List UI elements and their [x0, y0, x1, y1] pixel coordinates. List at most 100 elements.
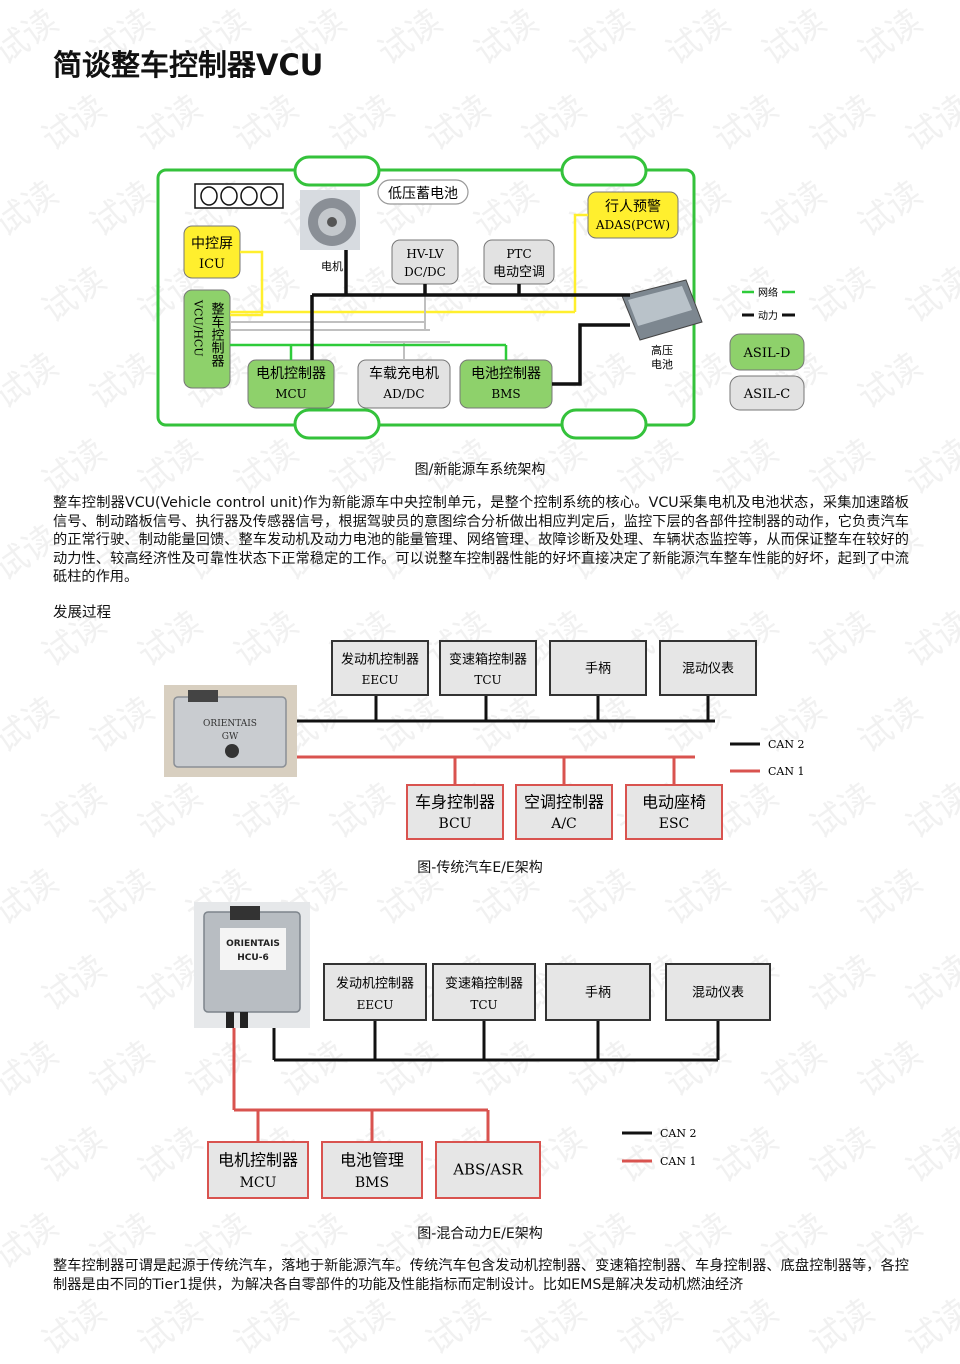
motor-icon — [300, 190, 360, 250]
watermark-text: 试读 — [130, 87, 210, 160]
legend-label: CAN 2 — [768, 738, 804, 751]
can2-bus-hybrid — [272, 1020, 720, 1062]
watermark-text: 试读 — [466, 1, 546, 74]
vcu-line2: VCU/HCU — [192, 299, 205, 357]
watermark-text: 试读 — [706, 1291, 786, 1364]
network-lines-green — [230, 343, 508, 360]
watermark-text: 试读 — [34, 259, 114, 332]
paragraph-vcu-origin: 整车控制器可谓是起源于传统汽车，落地于新能源汽车。传统汽车包含发动机控制器、变速… — [53, 1258, 909, 1293]
ecu-box-line1: 手柄 — [585, 985, 611, 1000]
hv-battery-line1: 高压 — [651, 343, 673, 357]
watermark-text: 试读 — [898, 947, 960, 1020]
legend-label: CAN 1 — [660, 1155, 696, 1168]
ecu-box: 手柄 — [549, 640, 647, 696]
mcu-line1: 电机控制器 — [256, 366, 326, 382]
ecu-box-line2: ESC — [659, 816, 690, 832]
watermark-text: 试读 — [226, 87, 306, 160]
ecu-box-line1: 电动座椅 — [642, 793, 706, 812]
watermark-text: 试读 — [898, 775, 960, 848]
watermark-text: 试读 — [34, 1291, 114, 1364]
ecu-box-line1: 发动机控制器 — [336, 976, 414, 992]
hcu-ecu-image: ORIENTAIS HCU-6 — [194, 902, 310, 1028]
ecu-box-line2: MCU — [240, 1175, 277, 1191]
ecu-box-line2: TCU — [470, 998, 497, 1012]
watermark-text: 试读 — [898, 259, 960, 332]
battery-lv-box — [377, 179, 469, 205]
watermark-text: 试读 — [850, 1033, 930, 1106]
ecu-box-line1: 变速箱控制器 — [449, 652, 527, 668]
hcu-ecu-label-line1: ORIENTAIS — [226, 939, 280, 949]
ecu-box-line1: ABS/ASR — [452, 1160, 523, 1178]
watermark-text: 试读 — [562, 1, 642, 74]
ecu-box: 混动仪表 — [665, 963, 771, 1021]
legend-power-label: 动力 — [758, 309, 778, 322]
watermark-text: 试读 — [802, 947, 882, 1020]
ecu-box-line1: 车身控制器 — [415, 793, 495, 812]
asil-d-label: ASIL-D — [743, 346, 791, 361]
watermark-text: 试读 — [0, 345, 66, 418]
watermark-text: 试读 — [658, 1, 738, 74]
vcu-box — [183, 289, 231, 389]
watermark-text: 试读 — [898, 87, 960, 160]
asil-c-box — [729, 375, 805, 411]
watermark-text: 试读 — [370, 1, 450, 74]
network-lines-yellow — [230, 213, 588, 317]
motor-label: 电机 — [321, 259, 343, 273]
figure1-caption: 图/新能源车系统架构 — [414, 462, 546, 478]
ecu-box-line1: 电机控制器 — [218, 1151, 298, 1170]
ecu-box: 电机控制器 MCU — [207, 1141, 309, 1199]
watermark-text: 试读 — [610, 87, 690, 160]
watermark-text: 试读 — [82, 689, 162, 762]
watermark-text: 试读 — [610, 1291, 690, 1364]
asil-c-label: ASIL-C — [743, 387, 790, 402]
section-label-history: 发展过程 — [53, 605, 111, 621]
watermark-text: 试读 — [322, 87, 402, 160]
vcu-line1: 整车控制器 — [209, 302, 225, 368]
gateway-ecu-label-line1: ORIENTAIS — [203, 719, 257, 729]
hv-battery-line2: 电池 — [651, 358, 673, 371]
watermark-text: 试读 — [34, 1119, 114, 1192]
hcu-ecu-label-line2: HCU-6 — [237, 953, 268, 963]
figure2-caption: 图-传统汽车E/E架构 — [417, 860, 543, 876]
ecu-box-line2: A/C — [550, 816, 577, 832]
watermark-text: 试读 — [34, 87, 114, 160]
ecu-box-line2: BMS — [355, 1175, 389, 1191]
paragraph-vcu-intro: 整车控制器VCU(Vehicle control unit)作为新能源车中央控制… — [53, 495, 909, 585]
figure-traditional-ee-architecture: ORIENTAIS GW 发动机控制器EECU变速箱控制器TCU手柄混动仪表 车… — [164, 640, 804, 840]
watermark-text: 试读 — [898, 1291, 960, 1364]
watermark-text: 试读 — [898, 603, 960, 676]
can2-bus — [297, 695, 715, 723]
watermark-text: 试读 — [850, 173, 930, 246]
figure-nev-system-architecture: 低压蓄电池 电机 中控屏 ICU 整车控制器 VCU/HCU HV-LV DC/… — [156, 155, 805, 440]
ptc-line1: PTC — [506, 247, 531, 261]
figure3-caption: 图-混合动力E/E架构 — [417, 1226, 543, 1242]
watermark-text: 试读 — [802, 259, 882, 332]
watermark-text: 试读 — [34, 775, 114, 848]
hmi-line1: 中控屏 — [191, 236, 233, 252]
obc-line1: 车载充电机 — [369, 365, 439, 382]
ecu-box-line1: 发动机控制器 — [341, 652, 419, 668]
ecu-box: ABS/ASR — [435, 1141, 541, 1199]
watermark-text: 试读 — [802, 87, 882, 160]
lv-lines-gray — [230, 284, 450, 360]
watermark-text: 试读 — [514, 87, 594, 160]
bms-line1: 电池控制器 — [471, 366, 541, 382]
page-title: 简谈整车控制器VCU — [53, 48, 324, 82]
dcdc-line2: DC/DC — [404, 265, 446, 279]
watermark-text: 试读 — [0, 173, 66, 246]
watermark-text: 试读 — [0, 1033, 66, 1106]
wheel-rear-right — [560, 408, 648, 440]
bms-line2: BMS — [491, 387, 520, 401]
figure2-top-boxes: 发动机控制器EECU变速箱控制器TCU手柄混动仪表 — [331, 640, 757, 696]
ecu-box: 混动仪表 — [659, 640, 757, 696]
watermark-text: 试读 — [514, 1291, 594, 1364]
ecu-box-line1: 变速箱控制器 — [445, 976, 523, 992]
watermark-text: 试读 — [706, 87, 786, 160]
wheel-rear-left — [293, 408, 381, 440]
